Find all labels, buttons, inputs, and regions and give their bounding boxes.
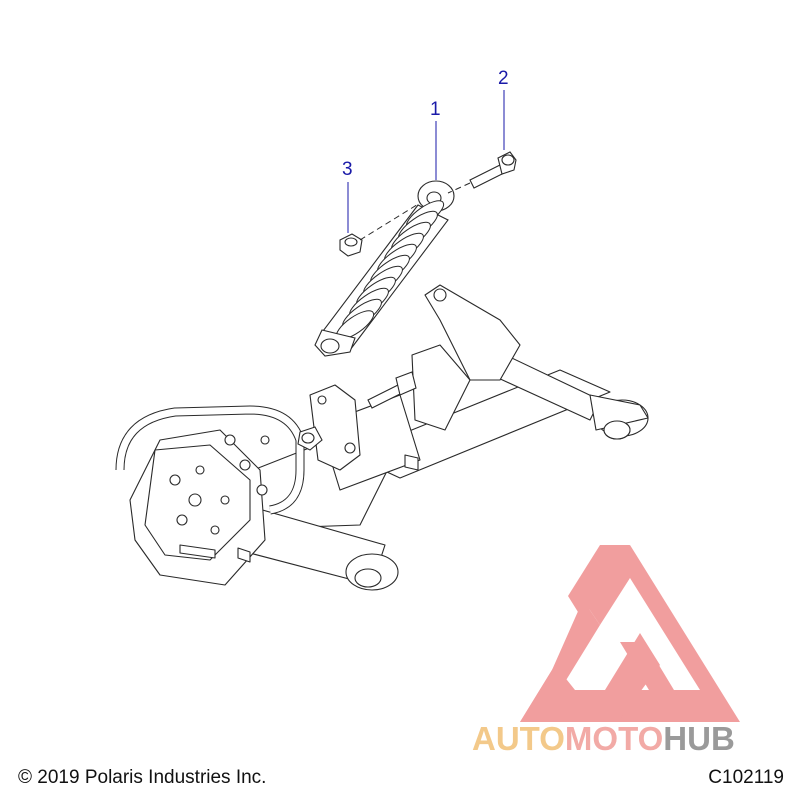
watermark-logo [520,545,740,722]
watermark-moto: MOTO [565,720,663,757]
swingarm-frame [115,284,649,591]
lower-mount-hardware [297,371,417,451]
nut-leader-dash [359,202,421,241]
callout-3: 3 [342,159,353,233]
diagram-code: C102119 [708,767,784,788]
watermark-auto: AUTO [472,720,565,757]
watermark-text: AUTOMOTOHUB [472,720,735,757]
callout-1: 1 [430,99,441,180]
callout-2: 2 [498,68,509,150]
callout-1-label: 1 [430,99,441,120]
bolt-leader-dash [447,182,471,194]
copyright-text: © 2019 Polaris Industries Inc. [18,767,267,788]
shock-absorber [314,180,455,357]
nut [339,233,363,257]
callout-2-label: 2 [498,68,509,89]
watermark-hub: HUB [663,720,735,757]
bolt [469,151,517,189]
callout-3-label: 3 [342,159,353,180]
